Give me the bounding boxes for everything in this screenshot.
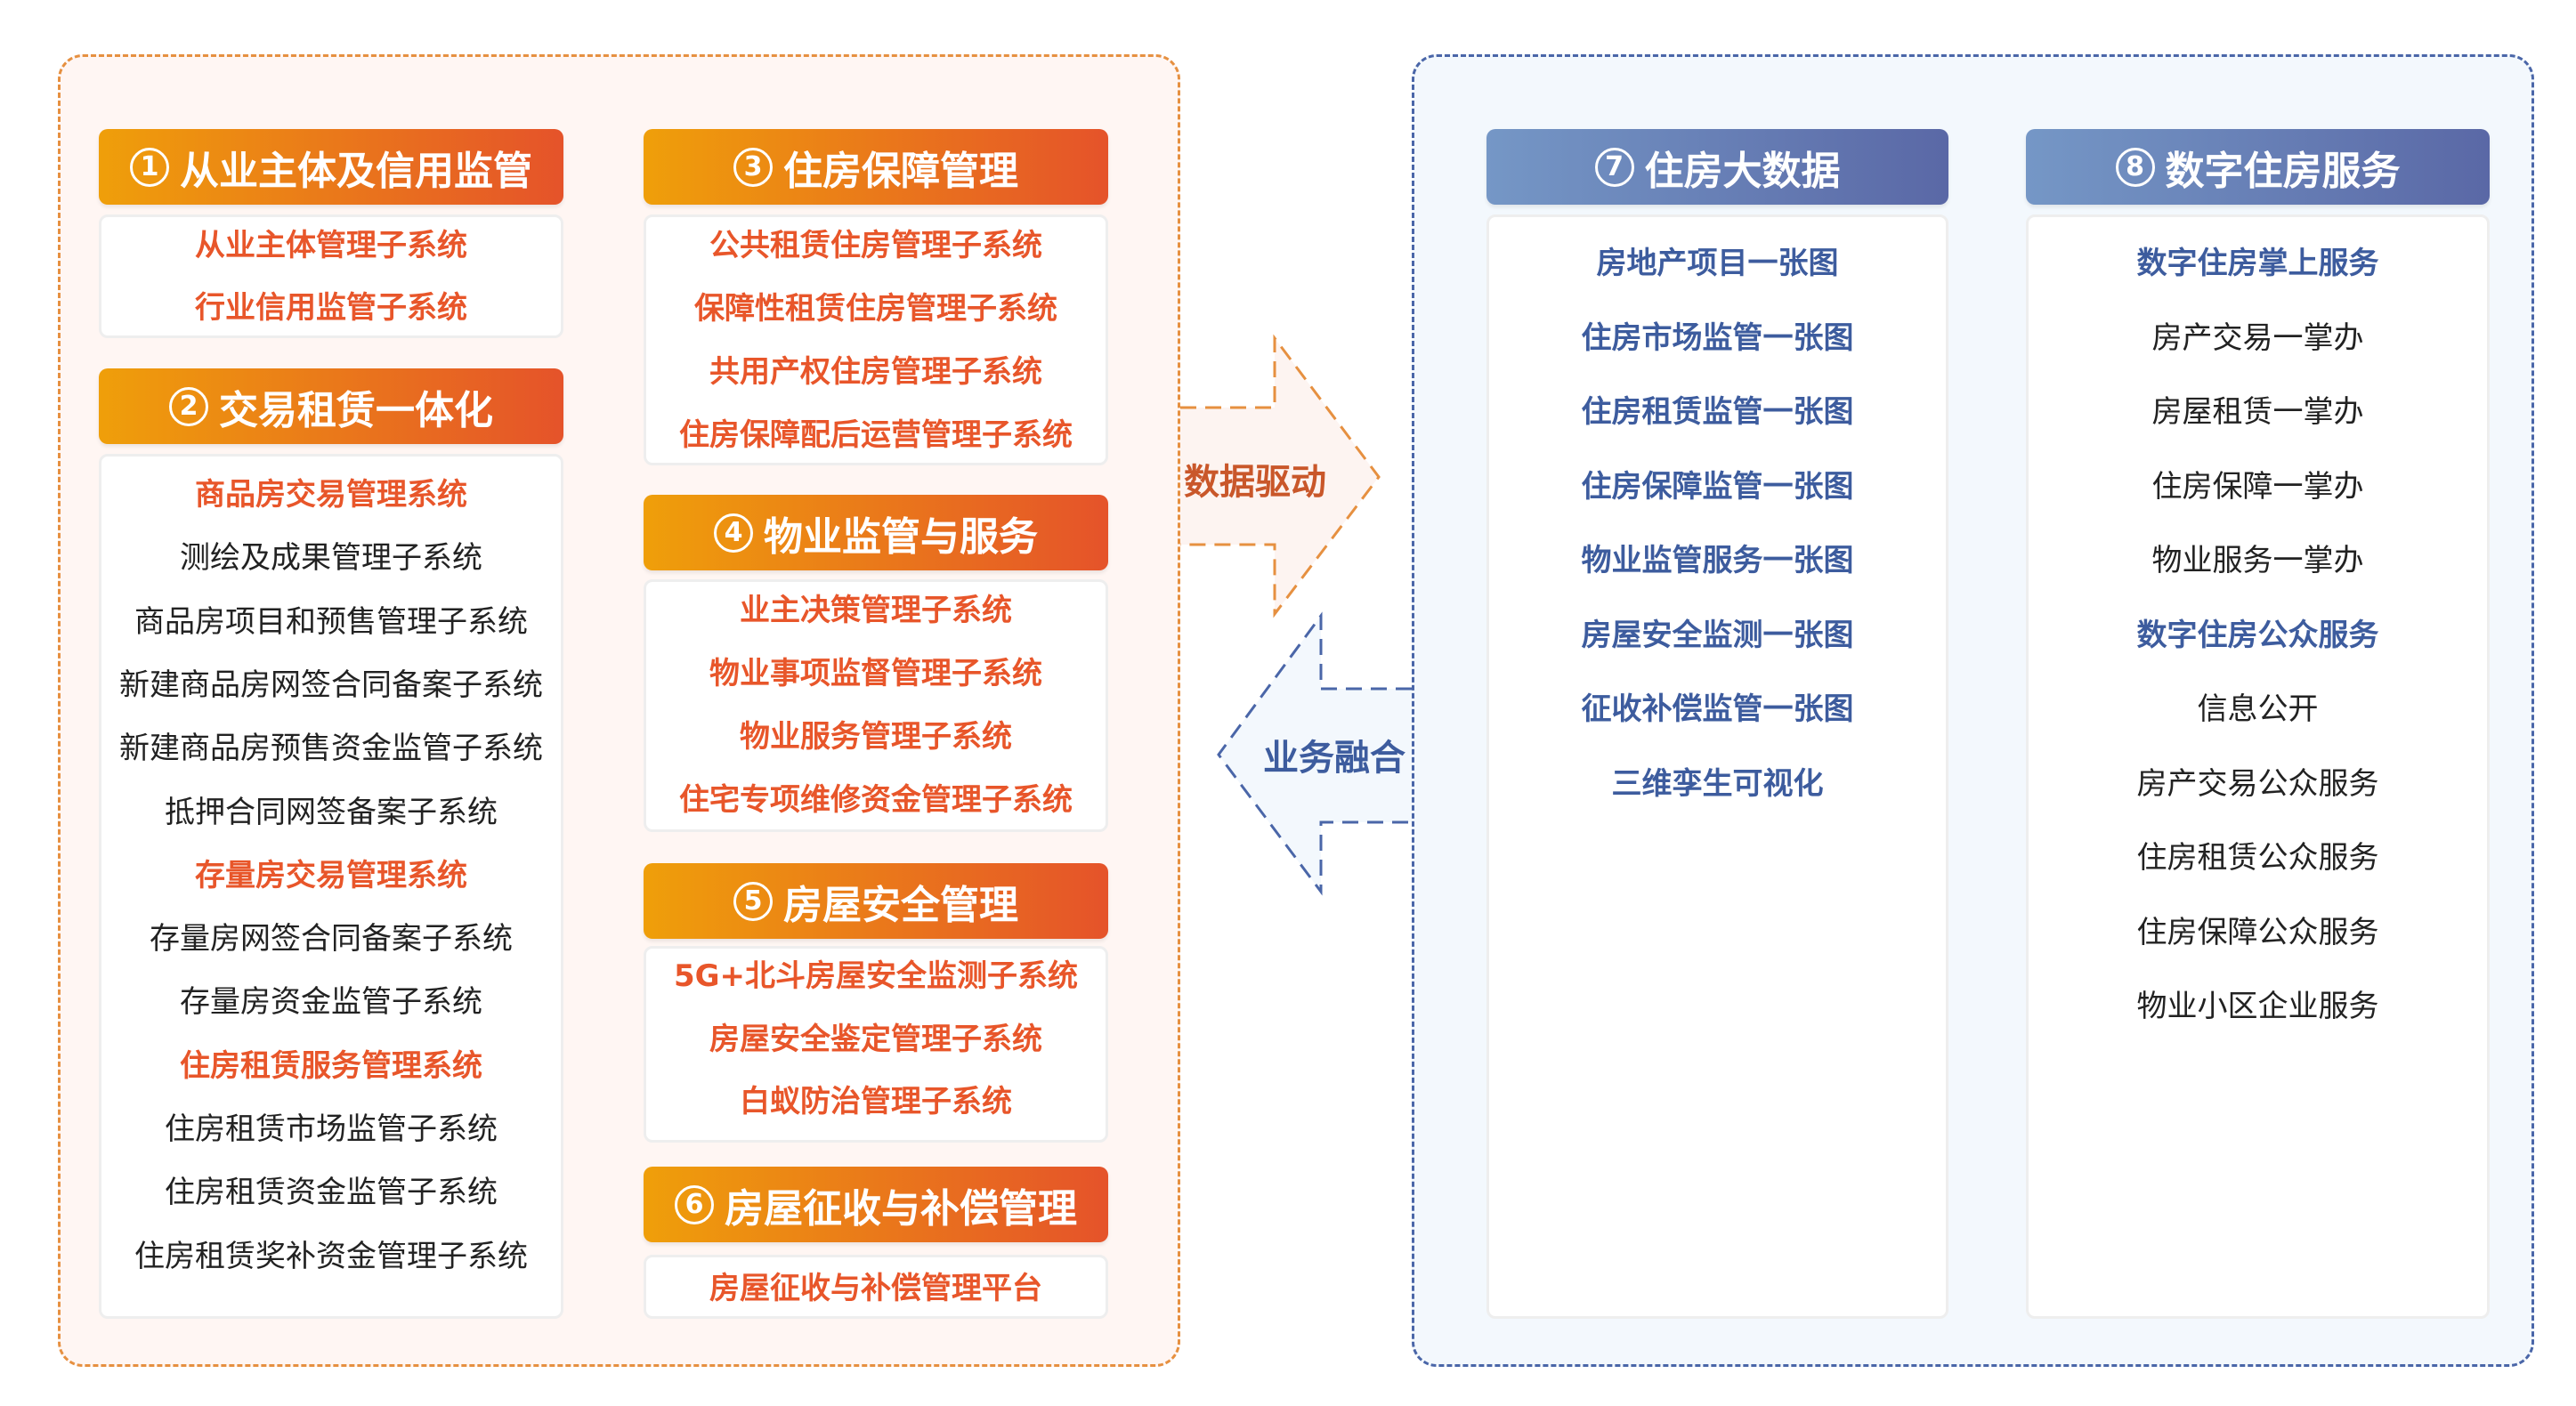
- number-badge: 8: [2115, 147, 2155, 187]
- system-item: 房屋租赁一掌办: [2151, 394, 2364, 430]
- group-title: 住房大数据: [1644, 148, 1841, 194]
- system-item: 住房租赁服务管理系统: [180, 1047, 482, 1084]
- system-item: 住宅专项维修资金管理子系统: [679, 782, 1073, 818]
- system-item: 新建商品房预售资金监管子系统: [119, 731, 543, 767]
- system-item: 从业主体管理子系统: [195, 228, 467, 263]
- system-item: 公共租赁住房管理子系统: [709, 228, 1042, 263]
- system-item: 房屋安全监测一张图: [1581, 617, 1854, 653]
- system-item: 住房保障监管一张图: [1581, 468, 1854, 505]
- business-fusion-arrow: [1217, 611, 1412, 896]
- system-item: 存量房资金监管子系统: [180, 984, 482, 1021]
- system-item: 商品房项目和预售管理子系统: [134, 603, 528, 640]
- system-item: 住房租赁资金监管子系统: [165, 1175, 498, 1211]
- system-item: 物业事项监督管理子系统: [709, 656, 1042, 691]
- group-header-1: 1 从业主体及信用监管: [99, 129, 563, 205]
- group-title: 交易租赁一体化: [219, 387, 493, 433]
- system-item: 信息公开: [2197, 691, 2319, 727]
- group-items-box-4: 业主决策管理子系统物业事项监督管理子系统物业服务管理子系统住宅专项维修资金管理子…: [644, 579, 1108, 832]
- system-item: 房产交易公众服务: [2136, 765, 2379, 802]
- system-item: 数字住房掌上服务: [2136, 246, 2379, 281]
- system-item: 住房租赁奖补资金管理子系统: [134, 1238, 528, 1274]
- group-title: 从业主体及信用监管: [180, 148, 532, 194]
- number-badge: 7: [1594, 147, 1634, 187]
- system-item: 数字住房公众服务: [2136, 617, 2379, 653]
- number-badge: 1: [130, 147, 169, 187]
- system-item: 物业监管服务一张图: [1581, 543, 1854, 578]
- group-header-2: 2 交易租赁一体化: [99, 368, 563, 444]
- number-badge: 2: [169, 386, 208, 426]
- system-item: 存量房交易管理系统: [195, 857, 467, 893]
- system-item: 房屋征收与补偿管理平台: [709, 1271, 1042, 1306]
- system-item: 物业服务管理子系统: [740, 719, 1012, 755]
- data-driven-label: 数据驱动: [1184, 462, 1326, 503]
- system-item: 住房保障公众服务: [2136, 914, 2379, 950]
- system-item: 住房租赁市场监管子系统: [165, 1111, 498, 1147]
- system-item: 商品房交易管理系统: [195, 477, 467, 513]
- group-items-box-7: 房地产项目一张图住房市场监管一张图住房租赁监管一张图住房保障监管一张图物业监管服…: [1486, 214, 1948, 1319]
- system-item: 住房租赁监管一张图: [1581, 394, 1854, 430]
- group-items-box-3: 公共租赁住房管理子系统保障性租赁住房管理子系统共用产权住房管理子系统住房保障配后…: [644, 214, 1108, 465]
- group-title: 数字住房服务: [2165, 148, 2401, 194]
- number-badge: 5: [733, 881, 773, 921]
- group-items-box-6: 房屋征收与补偿管理平台: [644, 1255, 1108, 1319]
- system-item: 住房保障一掌办: [2151, 468, 2364, 505]
- system-item: 房屋安全鉴定管理子系统: [709, 1021, 1042, 1057]
- system-item: 测绘及成果管理子系统: [180, 540, 482, 577]
- system-item: 住房保障配后运营管理子系统: [679, 417, 1073, 453]
- group-items-box-2: 商品房交易管理系统测绘及成果管理子系统商品房项目和预售管理子系统新建商品房网签合…: [99, 454, 563, 1319]
- system-item: 物业小区企业服务: [2136, 989, 2379, 1024]
- group-title: 住房保障管理: [783, 148, 1018, 194]
- group-header-4: 4 物业监管与服务: [644, 495, 1108, 570]
- system-item: 房地产项目一张图: [1596, 246, 1839, 281]
- system-item: 物业服务一掌办: [2151, 543, 2364, 578]
- system-item: 住房市场监管一张图: [1581, 319, 1854, 356]
- number-badge: 6: [675, 1184, 714, 1224]
- system-item: 白蚁防治管理子系统: [740, 1084, 1012, 1119]
- group-title: 物业监管与服务: [764, 513, 1038, 560]
- group-items-box-8: 数字住房掌上服务房产交易一掌办房屋租赁一掌办住房保障一掌办物业服务一掌办数字住房…: [2026, 214, 2490, 1319]
- group-title: 房屋安全管理: [783, 882, 1018, 928]
- system-item: 新建商品房网签合同备案子系统: [119, 667, 543, 703]
- system-item: 住房租赁公众服务: [2136, 840, 2379, 876]
- system-item: 存量房网签合同备案子系统: [150, 921, 513, 958]
- system-item: 抵押合同网签备案子系统: [165, 794, 498, 830]
- group-header-6: 6 房屋征收与补偿管理: [644, 1167, 1108, 1242]
- system-item: 保障性租赁住房管理子系统: [694, 291, 1057, 327]
- system-item: 共用产权住房管理子系统: [709, 354, 1042, 390]
- system-item: 三维孪生可视化: [1611, 765, 1824, 802]
- system-item: 行业信用监管子系统: [195, 290, 467, 326]
- number-badge: 3: [733, 147, 773, 187]
- system-item: 5G+北斗房屋安全监测子系统: [673, 958, 1079, 994]
- business-fusion-label: 业务融合: [1263, 738, 1405, 779]
- system-item: 业主决策管理子系统: [740, 593, 1012, 628]
- system-item: 征收补偿监管一张图: [1581, 691, 1854, 727]
- group-items-box-5: 5G+北斗房屋安全监测子系统房屋安全鉴定管理子系统白蚁防治管理子系统: [644, 946, 1108, 1143]
- system-item: 房产交易一掌办: [2151, 319, 2364, 356]
- number-badge: 4: [714, 513, 753, 553]
- group-items-box-1: 从业主体管理子系统行业信用监管子系统: [99, 214, 563, 338]
- group-title: 房屋征收与补偿管理: [725, 1185, 1077, 1232]
- data-driven-arrow: [1180, 334, 1381, 618]
